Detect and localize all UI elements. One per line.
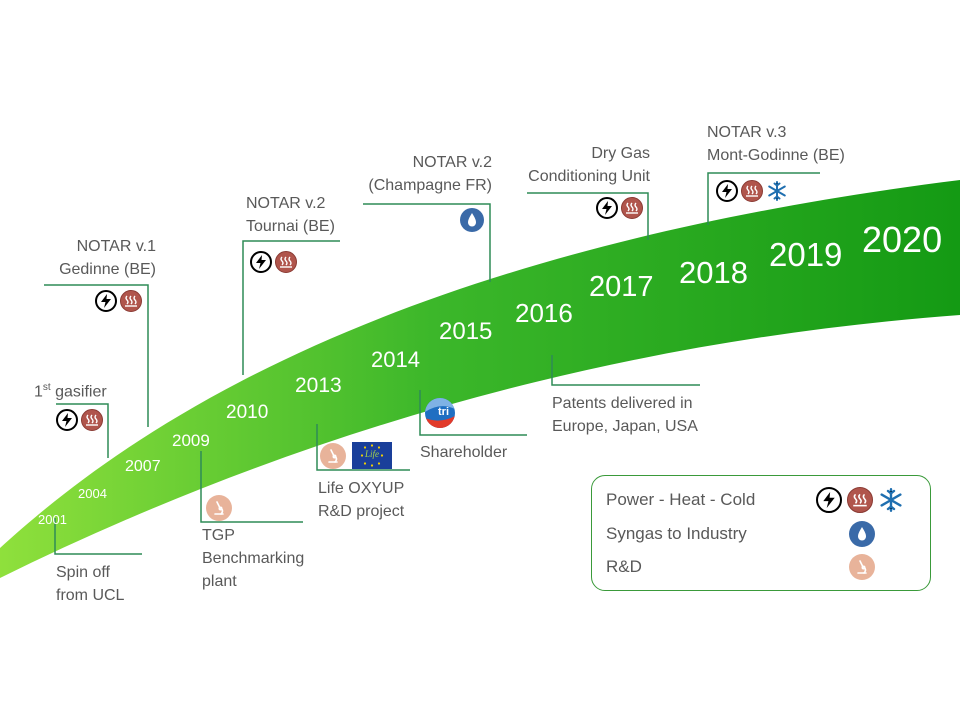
first-gasifier-icons xyxy=(56,409,103,431)
milestone-patents: Patents delivered in Europe, Japan, USA xyxy=(552,392,698,438)
year-label: 2020 xyxy=(862,219,943,260)
notar-v2-champagne-line1: NOTAR v.2 xyxy=(412,154,492,171)
legend-rd: R&D xyxy=(606,557,642,576)
year-label: 2016 xyxy=(515,298,573,328)
bolt-icon xyxy=(250,251,272,273)
notar-v2-tournai-line2: Tournai (BE) xyxy=(246,218,335,235)
first-gasifier-number: 1 xyxy=(34,383,43,401)
ctri-logo: tri xyxy=(425,398,455,428)
first-gasifier-sup: st xyxy=(42,382,51,393)
year-label: 2007 xyxy=(125,458,161,475)
notar-v3-line1: NOTAR v.3 xyxy=(707,124,787,141)
patents-line2: Europe, Japan, USA xyxy=(552,418,698,435)
year-label: 2004 xyxy=(78,486,107,501)
life-oxyup-line1: Life OXYUP xyxy=(318,480,405,497)
ctri-logo-text: tri xyxy=(438,406,449,418)
timeline-arc xyxy=(0,180,960,578)
milestone-shareholder: Shareholder xyxy=(420,444,508,461)
first-gasifier-text: gasifier xyxy=(50,383,107,401)
heat-icon xyxy=(275,251,297,273)
flame-drop-icon xyxy=(849,521,875,547)
milestone-notar-v2-tournai: NOTAR v.2 Tournai (BE) xyxy=(246,192,335,238)
heat-icon xyxy=(621,197,643,219)
notar-v3-line2: Mont-Godinne (BE) xyxy=(707,147,845,164)
tgp-line1: TGP xyxy=(202,527,235,544)
snowflake-icon xyxy=(878,487,904,513)
notar-v1-line1: NOTAR v.1 xyxy=(76,238,156,255)
bolt-icon xyxy=(816,487,842,513)
dry-gas-line2: Conditioning Unit xyxy=(528,168,650,185)
microscope-icon xyxy=(849,554,875,580)
heat-icon xyxy=(847,487,873,513)
life-logo-text: Life xyxy=(365,449,380,459)
notar-v2-tournai-line1: NOTAR v.2 xyxy=(246,195,326,212)
milestone-notar-v1: NOTAR v.1 Gedinne (BE) xyxy=(40,235,156,281)
milestone-notar-v3: NOTAR v.3 Mont-Godinne (BE) xyxy=(707,121,845,167)
milestone-tgp: TGP Benchmarking plant xyxy=(202,524,304,593)
microscope-icon xyxy=(320,442,346,469)
notar-v2-champagne-line2: (Champagne FR) xyxy=(368,177,492,194)
milestone-dry-gas: Dry Gas Conditioning Unit xyxy=(506,142,650,188)
year-label: 2010 xyxy=(226,402,269,423)
microscope-icon xyxy=(206,495,232,521)
tgp-line2: Benchmarking xyxy=(202,550,305,567)
dry-gas-line1: Dry Gas xyxy=(591,145,650,162)
year-label: 2019 xyxy=(769,236,843,273)
milestone-first-gasifier: 1st gasifier xyxy=(34,376,107,403)
bolt-icon xyxy=(56,409,78,431)
spin-off-line2: from UCL xyxy=(56,587,125,604)
connector-lines xyxy=(44,172,820,555)
notar-v3-icons xyxy=(716,180,788,202)
spin-off-line1: Spin off xyxy=(56,564,110,581)
milestone-notar-v2-champagne: NOTAR v.2 (Champagne FR) xyxy=(356,151,492,197)
year-label: 2009 xyxy=(172,431,210,450)
patents-line1: Patents delivered in xyxy=(552,395,693,412)
snowflake-icon xyxy=(766,180,788,202)
year-label: 2001 xyxy=(38,512,67,527)
dry-gas-icons xyxy=(596,197,643,219)
milestone-spin-off: Spin off from UCL xyxy=(56,561,124,607)
notar-v2-tournai-icons xyxy=(250,251,297,273)
eu-life-logo: Life xyxy=(352,442,392,469)
year-label: 2018 xyxy=(679,255,748,290)
life-oxyup-icons: Life xyxy=(320,442,392,469)
notar-v1-line2: Gedinne (BE) xyxy=(59,261,156,278)
legend-power-heat-cold: Power - Heat - Cold xyxy=(606,490,756,509)
tgp-line3: plant xyxy=(202,573,237,590)
flame-drop-icon xyxy=(460,208,484,232)
legend-syngas: Syngas to Industry xyxy=(606,524,747,543)
year-label: 2015 xyxy=(439,318,493,345)
notar-v1-icons xyxy=(95,290,142,312)
bolt-icon xyxy=(716,180,738,202)
legend-box: Power - Heat - Cold Syngas to Industry R… xyxy=(591,475,931,591)
bolt-icon xyxy=(95,290,117,312)
life-oxyup-line2: R&D project xyxy=(318,503,405,520)
bolt-icon xyxy=(596,197,618,219)
year-label: 2017 xyxy=(589,271,654,303)
heat-icon xyxy=(741,180,763,202)
milestone-life-oxyup: Life OXYUP R&D project xyxy=(318,477,404,523)
heat-icon xyxy=(120,290,142,312)
heat-icon xyxy=(81,409,103,431)
legend-power-icons xyxy=(816,487,904,513)
year-label: 2014 xyxy=(371,347,420,372)
year-label: 2013 xyxy=(295,374,342,397)
